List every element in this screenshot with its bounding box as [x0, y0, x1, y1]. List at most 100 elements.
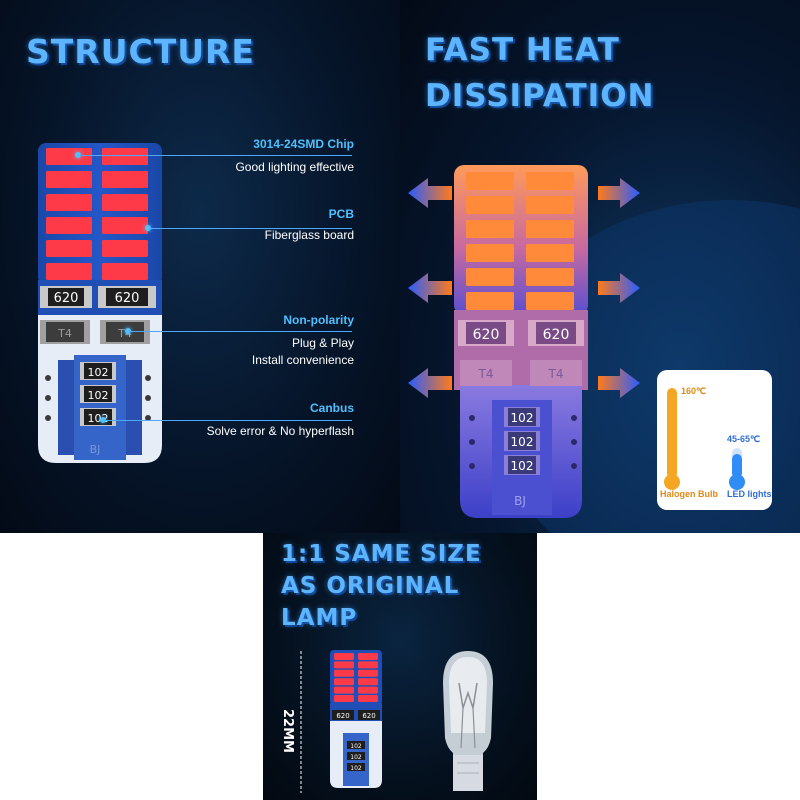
size-resistor-620-left: 620	[336, 712, 349, 720]
structure-title: STRUCTURE	[26, 32, 255, 71]
smd-chip-heat	[526, 244, 574, 262]
callout-dot-polarity	[125, 328, 131, 334]
dimension-label: 22MM	[280, 709, 295, 753]
smd-chip-small	[334, 678, 354, 686]
halogen-label: Halogen Bulb	[660, 489, 718, 499]
heat-resistor-620-right: 620	[543, 327, 570, 343]
heat-arrow-left-3	[408, 368, 452, 398]
resistor-102-a: 102	[88, 366, 109, 379]
heat-resistor-102-b: 102	[511, 435, 534, 449]
callout-title-chip: 3014-24SMD Chip	[253, 137, 354, 151]
heat-diode-t4-left: T4	[478, 367, 494, 381]
smd-chip	[46, 194, 92, 211]
smd-chip	[46, 148, 92, 165]
heat-arrow-right-1	[598, 178, 640, 208]
callout-line-chip	[80, 155, 352, 156]
heat-arrow-right-3	[598, 368, 640, 398]
size-resistor-102-a: 102	[350, 743, 362, 750]
callout-dot-canbus	[100, 417, 106, 423]
smd-chip	[102, 148, 148, 165]
smd-chip	[102, 217, 148, 234]
callout-dot-pcb	[145, 225, 151, 231]
temperature-card: 160℃ 45-65℃ Halogen Bulb LED lights	[657, 370, 772, 510]
smd-chip-small	[334, 695, 354, 702]
smd-chip	[46, 217, 92, 234]
halogen-thermometer-bulb	[664, 474, 680, 490]
halogen-temp: 160℃	[681, 386, 707, 396]
halogen-thermometer-fill	[667, 388, 677, 478]
heat-pcb-mark: BJ	[514, 494, 526, 508]
smd-chip-small	[358, 653, 378, 660]
resistor-620-right: 620	[115, 291, 140, 306]
callout-desc-canbus: Solve error & No hyperflash	[206, 424, 354, 438]
pcb-mark: BJ	[90, 443, 101, 456]
led-temp: 45-65℃	[727, 434, 761, 444]
smd-chip-small	[358, 669, 378, 677]
size-title-line1: 1:1 SAME SIZE	[281, 541, 482, 567]
smd-chip-heat	[466, 220, 514, 238]
smd-chip-heat	[526, 292, 574, 310]
size-title-line3: LAMP	[281, 605, 358, 631]
callout-desc-polarity-1: Plug & Play	[291, 336, 354, 350]
smd-chip	[46, 171, 92, 188]
led-thermometer-bulb	[729, 474, 745, 490]
callout-title-canbus: Canbus	[309, 401, 354, 415]
size-title-line2: AS ORIGINAL	[281, 573, 460, 599]
smd-chip-heat	[466, 244, 514, 262]
heat-diode-t4-right: T4	[548, 367, 564, 381]
smd-chip-heat	[526, 220, 574, 238]
halogen-bulb	[443, 651, 493, 791]
smd-chip-small	[358, 661, 378, 669]
smd-chip-small	[334, 686, 354, 694]
smd-chip-small	[358, 678, 378, 686]
callout-desc-polarity-2: Install convenience	[251, 353, 354, 367]
smd-chip-heat	[526, 172, 574, 190]
smd-chip-heat	[466, 196, 514, 214]
smd-chip-small	[334, 661, 354, 669]
heat-arrow-left-2	[408, 273, 452, 303]
resistor-102-b: 102	[88, 389, 109, 402]
heat-arrow-left-1	[408, 178, 452, 208]
heat-resistor-102-c: 102	[511, 459, 534, 473]
smd-chip-heat	[526, 268, 574, 286]
callout-desc-chip: Good lighting effective	[235, 160, 354, 174]
smd-chip	[102, 194, 148, 211]
size-resistor-620-right: 620	[362, 712, 375, 720]
callout-desc-pcb: Fiberglass board	[264, 228, 354, 242]
size-comparison: 620 620 102 102 102	[300, 650, 493, 793]
smd-chip-small	[334, 669, 354, 677]
same-size-panel: 1:1 SAME SIZE AS ORIGINAL LAMP 620 620 1…	[263, 533, 537, 800]
smd-chip-heat	[466, 268, 514, 286]
heat-title-line2: DISSIPATION	[425, 78, 655, 114]
callout-line-canbus	[105, 420, 352, 421]
resistor-620-left: 620	[54, 291, 79, 306]
smd-chip	[46, 263, 92, 280]
diode-t4-left: T4	[57, 327, 72, 340]
smd-chip-small	[358, 695, 378, 702]
led-thermometer-fill	[732, 454, 742, 478]
callout-title-pcb: PCB	[328, 207, 354, 221]
heat-arrow-right-2	[598, 273, 640, 303]
heat-title-line1: FAST HEAT	[425, 32, 620, 68]
led-bulb-structure: 620 620 T4 T4 102 102 102 BJ	[38, 143, 162, 463]
led-label: LED lights	[727, 489, 772, 499]
smd-chip-heat	[466, 172, 514, 190]
thermometers	[664, 388, 745, 490]
smd-chip-small	[358, 686, 378, 694]
size-resistor-102-b: 102	[350, 754, 362, 761]
callout-line-polarity	[130, 331, 352, 332]
smd-chip-small	[334, 653, 354, 660]
size-resistor-102-c: 102	[350, 765, 362, 772]
heat-resistor-620-left: 620	[473, 327, 500, 343]
smd-chip-heat	[466, 292, 514, 310]
callout-line-pcb	[150, 228, 352, 229]
smd-chip	[46, 240, 92, 257]
callout-dot-chip	[75, 152, 81, 158]
callout-title-polarity: Non-polarity	[283, 313, 354, 327]
smd-chip	[102, 240, 148, 257]
smd-chip	[102, 171, 148, 188]
smd-chip-heat	[526, 196, 574, 214]
smd-chip	[102, 263, 148, 280]
structure-panel: STRUCTURE 620 620 T4 T4 102 102	[0, 0, 400, 533]
heat-resistor-102-a: 102	[511, 411, 534, 425]
